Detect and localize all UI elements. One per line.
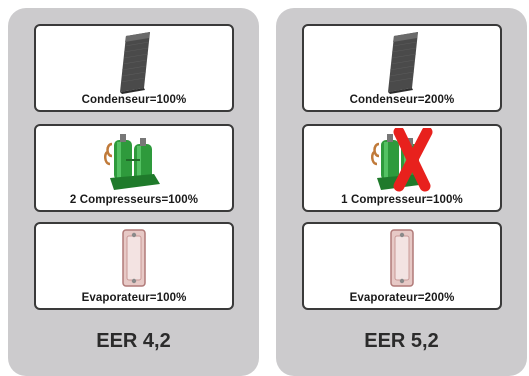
evaporator-label: Evaporateur=200% <box>349 292 455 304</box>
compressor-pair-icon <box>104 134 160 190</box>
configuration-panel-left: Condenseur=100% 2 Compresseurs=100% Evap… <box>8 8 259 376</box>
condenser-icon <box>120 32 150 94</box>
evaporator-card: Evaporateur=100% <box>34 222 234 310</box>
evaporator-icon <box>390 229 414 287</box>
evaporator-card: Evaporateur=200% <box>302 222 502 310</box>
eer-value: EER 5,2 <box>364 330 439 352</box>
condenser-card: Condenseur=100% <box>34 24 234 112</box>
compressor-card: 1 Compresseur=100% <box>302 124 502 212</box>
compressor-label: 2 Compresseurs=100% <box>69 194 199 206</box>
eer-value: EER 4,2 <box>96 330 171 352</box>
condenser-card: Condenseur=200% <box>302 24 502 112</box>
compressor-card: 2 Compresseurs=100% <box>34 124 234 212</box>
condenser-icon <box>388 32 418 94</box>
condenser-label: Condenseur=100% <box>81 94 187 106</box>
evaporator-icon <box>122 229 146 287</box>
compressor-label: 1 Compresseur=100% <box>341 194 463 206</box>
compressor-disabled-icon <box>371 128 433 192</box>
configuration-panel-right: Condenseur=200% 1 Compresseur=100% Evapo… <box>276 8 527 376</box>
evaporator-label: Evaporateur=100% <box>81 292 187 304</box>
condenser-label: Condenseur=200% <box>349 94 455 106</box>
